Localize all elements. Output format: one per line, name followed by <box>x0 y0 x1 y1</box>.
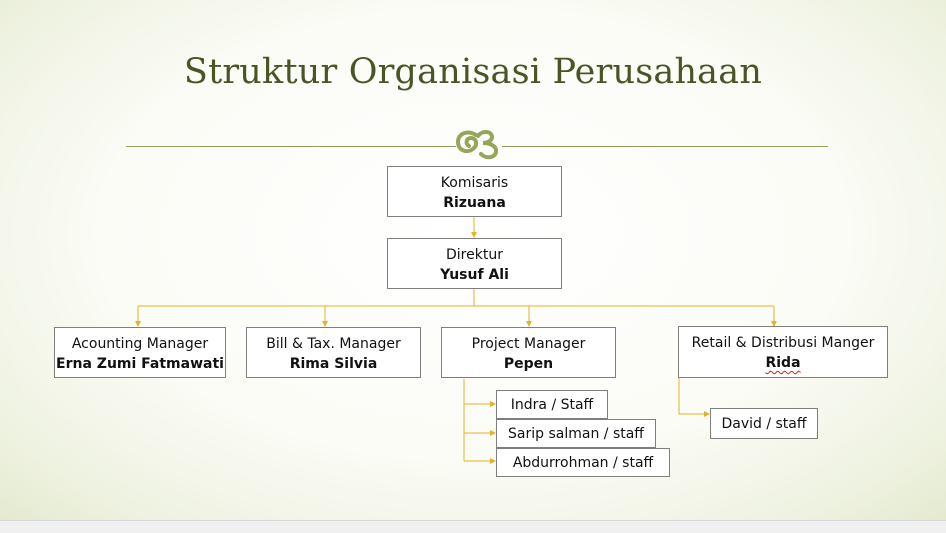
title-divider-left <box>126 146 456 147</box>
org-role: Direktur <box>446 247 503 263</box>
org-name: Pepen <box>503 356 554 372</box>
org-staff-label: Sarip salman / staff <box>508 426 644 442</box>
org-staff-label: Indra / Staff <box>510 397 594 413</box>
org-role: Komisaris <box>440 175 509 191</box>
org-role: Retail & Distribusi Manger <box>691 335 875 351</box>
org-staff-label: Abdurrohman / staff <box>512 455 654 471</box>
org-role: Acounting Manager <box>71 336 209 352</box>
org-box-direktur: Direktur Yusuf Ali <box>387 238 562 289</box>
slide: Struktur Organisasi Perusahaan <box>0 0 946 520</box>
org-staff-label: David / staff <box>721 416 807 432</box>
org-name: Erna Zumi Fatmawati <box>56 356 224 372</box>
org-name: Rizuana <box>443 195 506 211</box>
org-name: Rima Silvia <box>289 356 378 372</box>
org-box-komisaris: Komisaris Rizuana <box>387 166 562 217</box>
page-title: Struktur Organisasi Perusahaan <box>183 52 763 92</box>
spellcheck-underline: Rida <box>765 355 801 371</box>
org-box-project-manager: Project Manager Pepen <box>441 327 616 378</box>
org-name: Yusuf Ali <box>440 267 509 283</box>
org-chart-connectors <box>135 217 777 464</box>
org-role: Bill & Tax. Manager <box>266 336 401 352</box>
org-role: Project Manager <box>471 336 586 352</box>
org-name: Rida <box>679 353 887 373</box>
org-box-staff-abdurrohman: Abdurrohman / staff <box>496 448 670 477</box>
org-box-retail-manager: Retail & Distribusi Manger Rida <box>678 326 888 378</box>
org-box-acounting-manager: Acounting Manager Erna Zumi Fatmawati <box>54 327 226 378</box>
title-divider-right <box>502 146 828 147</box>
org-box-staff-david: David / staff <box>710 408 818 439</box>
editor-bottom-strip <box>0 520 946 533</box>
org-box-bill-tax-manager: Bill & Tax. Manager Rima Silvia <box>246 327 421 378</box>
swirl-ornament-icon <box>455 130 499 160</box>
org-box-staff-indra: Indra / Staff <box>496 390 608 419</box>
org-box-staff-sarip: Sarip salman / staff <box>496 419 656 448</box>
